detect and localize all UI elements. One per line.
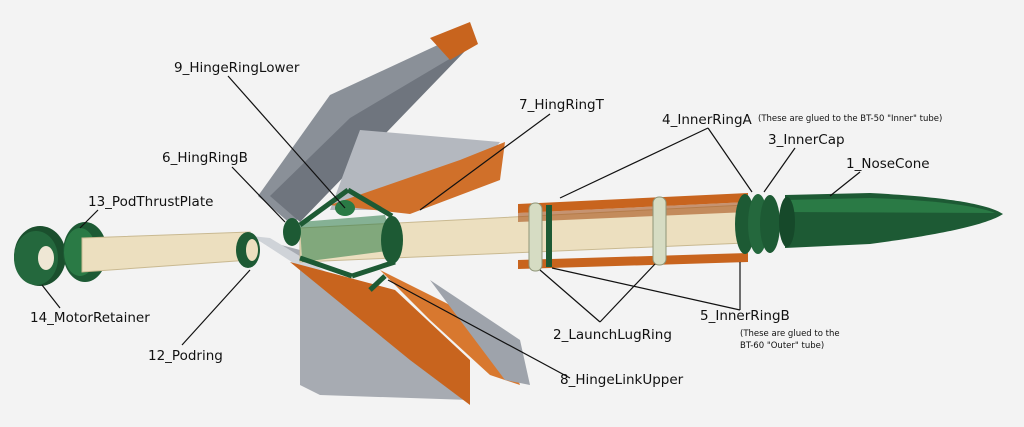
hinge-link-upper [300, 215, 395, 262]
hinge-strut-1 [298, 187, 350, 228]
outer-tube-top-wall [518, 193, 748, 213]
upper-right-fin-orange [330, 142, 505, 214]
inner-ring-b-1 [546, 205, 552, 267]
hinge-strut-5 [368, 274, 387, 292]
podring-hole [246, 239, 258, 261]
hinge-ring-t [381, 216, 403, 264]
label-inner-ring-b: 5_InnerRingB [700, 308, 790, 324]
launch-lug-ring-2 [652, 196, 667, 266]
hinge-strut-3 [299, 255, 353, 279]
nose-cone-highlight [785, 198, 995, 213]
lower-fin-right-grey [430, 280, 530, 385]
label-inner-ring-a: 4_InnerRingA [662, 112, 752, 128]
hinge-strut-2 [346, 187, 394, 219]
outer-tube-bottom-wall [518, 253, 748, 269]
label-launch-lug-ring: 2_LaunchLugRing [553, 327, 672, 343]
outer-tube-inner-shade [518, 202, 748, 222]
label-nose-cone: 1_NoseCone [846, 156, 930, 172]
label-hinge-ring-b: 6_HingRingB [162, 150, 248, 166]
nose-cone-shoulder [779, 197, 795, 247]
label-hinge-ring-t: 7_HingRingT [519, 97, 604, 113]
note-inner-ring-b-line-2: BT-60 "Outer" tube) [740, 341, 825, 351]
label-hinge-ring-lower: 9_HingeRingLower [174, 60, 300, 76]
note-inner-ring-a: (These are glued to the BT-50 "Inner" tu… [758, 114, 943, 124]
upper-right-fin-grey [330, 130, 500, 210]
motor-retainer-face [14, 231, 58, 285]
label-pod-thrust-plate: 13_PodThrustPlate [88, 194, 214, 210]
lower-fin-orange [290, 262, 470, 405]
pod-tube [81, 231, 251, 273]
hinge-strut-4 [351, 259, 396, 279]
label-inner-cap: 3_InnerCap [768, 132, 845, 148]
hinge-ring-b [283, 218, 301, 246]
lower-fin-orange-right [380, 270, 520, 385]
launch-lug-ring-1 [528, 202, 543, 272]
inner-cap [760, 195, 780, 253]
upper-fin-orange-channel [430, 22, 478, 60]
label-motor-retainer: 14_MotorRetainer [30, 310, 150, 326]
motor-retainer-hole [38, 246, 54, 270]
label-hinge-link-upper: 8_HingeLinkUpper [560, 372, 684, 388]
label-podring: 12_Podring [148, 348, 223, 364]
leader-lines [41, 75, 861, 379]
note-inner-ring-b-line-1: (These are glued to the [740, 329, 840, 339]
